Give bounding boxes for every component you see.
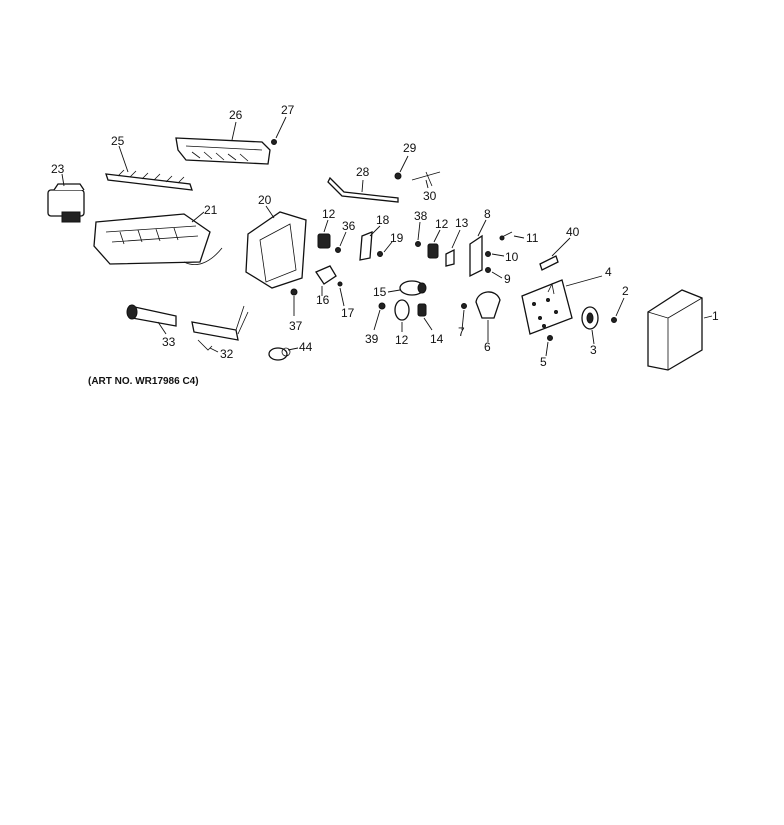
callout-18: 18 — [376, 213, 390, 227]
art-number-caption: (ART NO. WR17986 C4) — [88, 376, 199, 387]
part-13-plate — [445, 248, 455, 267]
callout-29: 29 — [403, 141, 417, 155]
callout-30: 30 — [423, 189, 437, 203]
part-25-ejector — [105, 169, 193, 191]
part-3-gear — [581, 306, 599, 330]
part-33-fill-cup — [126, 304, 177, 327]
part-1-cover — [647, 289, 703, 371]
callout-12-c: 12 — [395, 333, 409, 347]
part-14-clip — [417, 303, 427, 317]
part-2-screw — [611, 317, 617, 323]
part-17-screw — [337, 281, 343, 287]
callout-23: 23 — [51, 162, 65, 176]
callout-17: 17 — [341, 306, 355, 320]
callout-38: 38 — [414, 209, 428, 223]
callout-39: 39 — [365, 332, 379, 346]
callout-1: 1 — [712, 309, 719, 323]
callout-12-a: 12 — [322, 207, 336, 221]
callout-21: 21 — [204, 203, 218, 217]
callout-36: 36 — [342, 219, 356, 233]
part-11-screw — [499, 231, 513, 241]
part-39-screw — [378, 302, 386, 310]
part-38-screw — [415, 241, 421, 247]
part-20-housing — [245, 211, 307, 289]
part-12-switch-b — [427, 243, 439, 259]
callout-11: 11 — [526, 231, 539, 245]
part-21-mold — [93, 213, 223, 265]
part-32-tube — [191, 305, 249, 351]
part-37-screw — [290, 288, 298, 296]
part-16-motor — [315, 265, 337, 285]
part-8-bracket — [469, 234, 483, 278]
part-10-screw — [485, 251, 491, 257]
callout-6: 6 — [484, 340, 491, 354]
callout-5: 5 — [540, 355, 547, 369]
callout-27: 27 — [281, 103, 295, 117]
callout-13: 13 — [455, 216, 469, 230]
part-44-plug — [268, 347, 291, 361]
callout-37: 37 — [289, 319, 303, 333]
callout-19: 19 — [390, 231, 404, 245]
callout-12-b: 12 — [435, 217, 449, 231]
callout-7: 7 — [458, 325, 465, 339]
part-19-screw — [377, 251, 383, 257]
callout-25: 25 — [111, 134, 125, 148]
part-28-arm — [327, 176, 399, 203]
part-12-switch-c — [394, 299, 410, 321]
part-36-screw — [335, 247, 341, 253]
callout-40: 40 — [566, 225, 580, 239]
callout-15: 15 — [373, 285, 387, 299]
callout-9: 9 — [504, 272, 511, 286]
part-27-screw — [271, 139, 277, 145]
callout-16: 16 — [316, 293, 330, 307]
part-30-clip — [411, 171, 441, 187]
part-26-stripper — [175, 137, 271, 165]
part-18-bracket — [359, 231, 373, 261]
part-4-plate — [521, 279, 573, 335]
callout-32: 32 — [220, 347, 234, 361]
callout-44: 44 — [299, 340, 313, 354]
callout-28: 28 — [356, 165, 370, 179]
part-12-switch-a — [317, 233, 331, 249]
part-9-screw — [485, 267, 491, 273]
callout-2: 2 — [622, 284, 629, 298]
part-6-cam — [475, 291, 501, 319]
part-40-lever — [539, 255, 559, 271]
part-23-bracket — [47, 183, 85, 223]
callout-33: 33 — [162, 335, 176, 349]
part-7-screw — [461, 303, 467, 309]
callout-20: 20 — [258, 193, 272, 207]
callout-3: 3 — [590, 343, 597, 357]
callout-4: 4 — [605, 265, 612, 279]
callout-14: 14 — [430, 332, 444, 346]
callout-10: 10 — [505, 250, 519, 264]
part-5-screw — [547, 335, 553, 341]
callout-26: 26 — [229, 108, 243, 122]
part-29-pin — [394, 172, 402, 180]
callout-8: 8 — [484, 207, 491, 221]
part-15-thermostat — [399, 280, 427, 296]
